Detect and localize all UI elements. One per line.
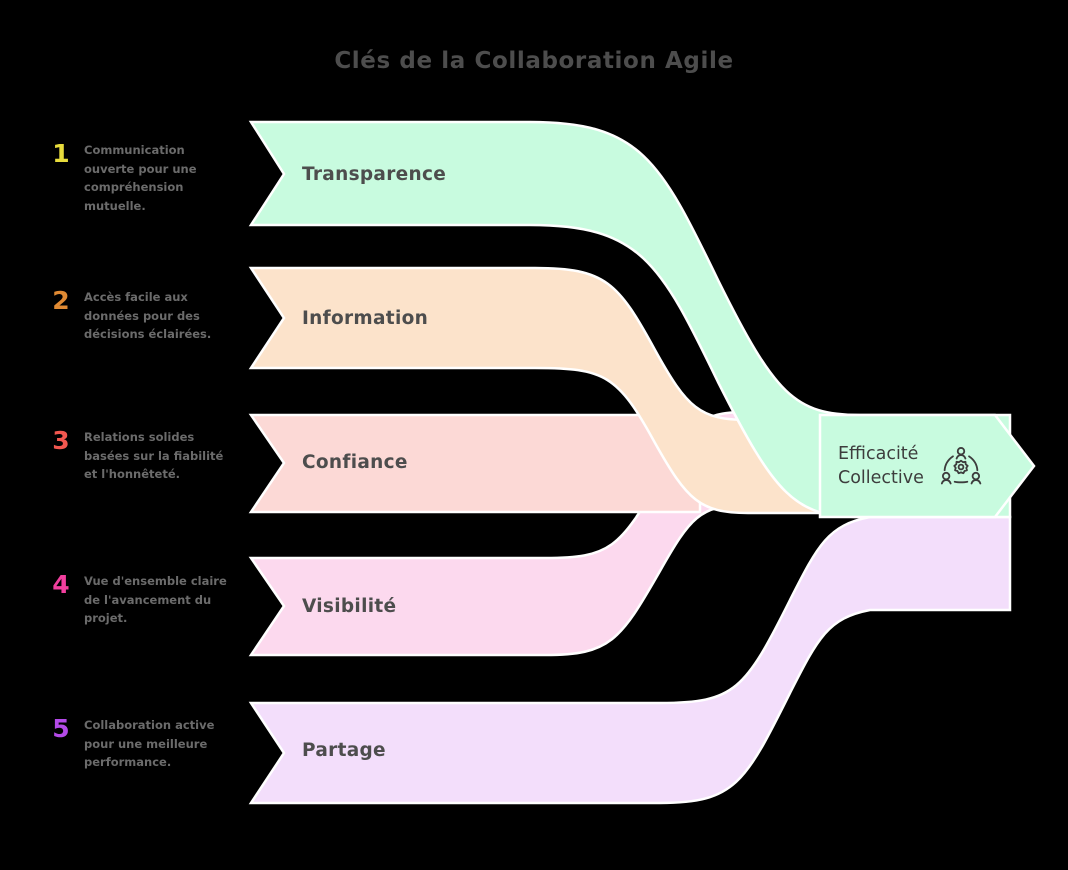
legend-item-4[interactable]: 4 Vue d'ensemble claire de l'avancement …	[48, 572, 238, 628]
legend-number-3: 3	[52, 426, 70, 455]
legend-number-5: 5	[52, 714, 70, 743]
legend-item-5[interactable]: 5 Collaboration active pour une meilleur…	[48, 716, 238, 772]
legend-description-5: Collaboration active pour une meilleure …	[84, 718, 215, 770]
legend-item-3[interactable]: 3 Relations solides basées sur la fiabil…	[48, 428, 238, 484]
outcome-node[interactable]: Efficacité Collective	[838, 428, 1008, 506]
outcome-label-line2: Collective	[838, 468, 924, 488]
legend-description-3: Relations solides basées sur la fiabilit…	[84, 430, 224, 482]
teamwork-gear-icon	[940, 447, 982, 485]
legend-number-4: 4	[52, 570, 70, 599]
legend-item-2[interactable]: 2 Accès facile aux données pour des déci…	[48, 288, 238, 344]
page-title: Clés de la Collaboration Agile	[334, 48, 734, 74]
outcome-label: Efficacité Collective	[838, 443, 924, 490]
legend-number-2: 2	[52, 286, 70, 315]
legend-item-1[interactable]: 1 Communication ouverte pour une compréh…	[48, 141, 238, 216]
ribbon-label-information[interactable]: Information	[302, 308, 429, 329]
legend-description-4: Vue d'ensemble claire de l'avancement du…	[84, 574, 227, 626]
flow-path-partage	[248, 515, 1012, 805]
legend-description-1: Communication ouverte pour une compréhen…	[84, 143, 197, 213]
outcome-label-line1: Efficacité	[838, 444, 919, 465]
ribbon-label-visibilite[interactable]: Visibilité	[302, 596, 397, 617]
flow-path-confiance	[248, 413, 702, 514]
outcome-arrow-shape	[818, 413, 1036, 519]
legend-number-1: 1	[52, 139, 70, 168]
ribbon-label-transparence[interactable]: Transparence	[302, 164, 447, 185]
flow-path-information	[248, 266, 832, 515]
ribbon-label-confiance[interactable]: Confiance	[302, 452, 408, 473]
ribbon-label-partage[interactable]: Partage	[302, 740, 386, 761]
legend-description-2: Accès facile aux données pour des décisi…	[84, 290, 212, 342]
